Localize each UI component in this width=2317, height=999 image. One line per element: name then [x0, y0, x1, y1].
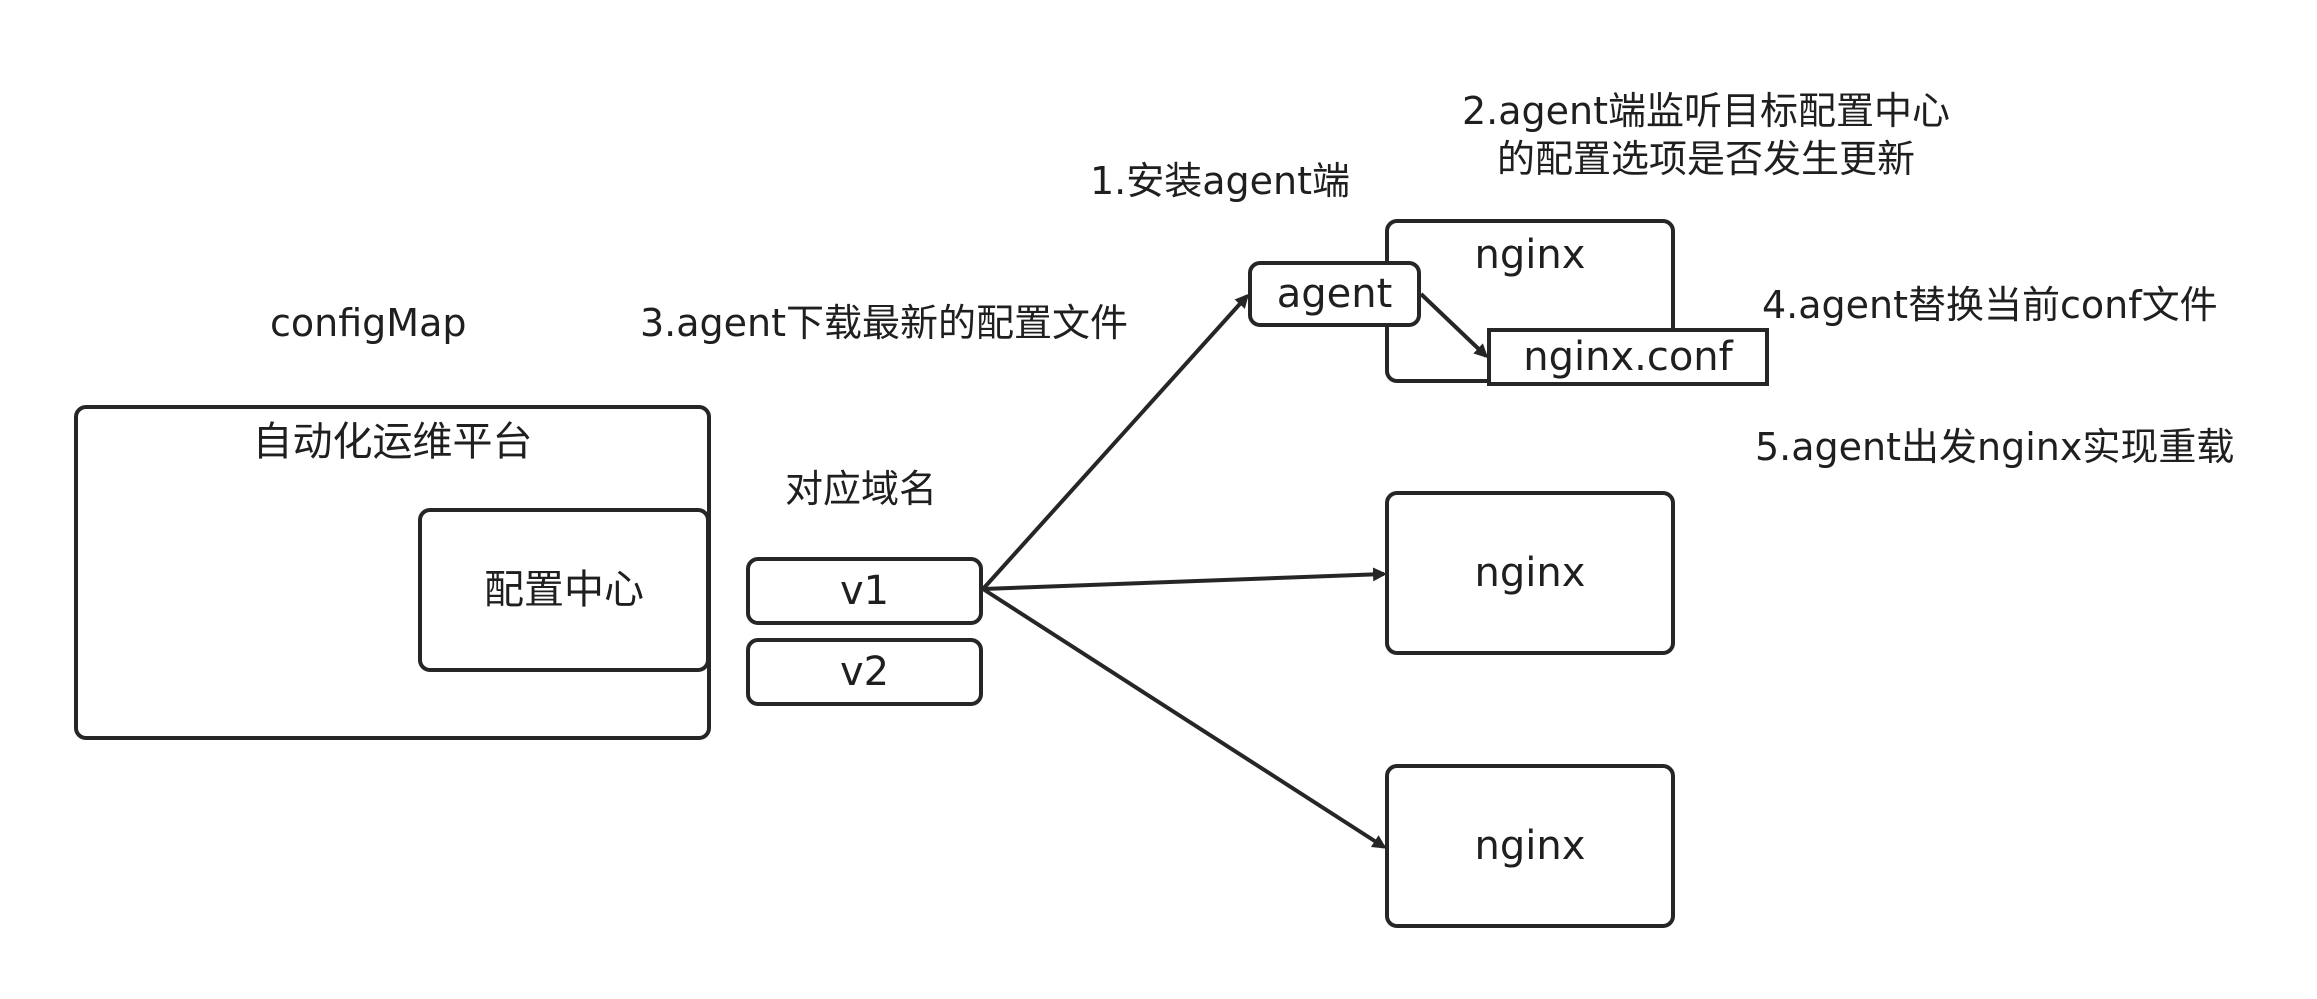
step4-label: 4.agent替换当前conf文件	[1762, 283, 2218, 327]
arrow-v1-to-agent	[981, 293, 1250, 591]
nginx-middle-label: nginx	[1474, 550, 1586, 596]
step2-line1: 2.agent端监听目标配置中心	[1461, 89, 1951, 133]
domain-label: 对应域名	[785, 467, 938, 511]
nginx-conf-box: nginx.conf	[1487, 328, 1769, 386]
step2-line2: 的配置选项是否发生更新	[1496, 136, 1915, 181]
v2-box: v2	[746, 638, 983, 706]
arrow-v1-to-nginx-bottom	[981, 587, 1387, 849]
v1-box: v1	[746, 557, 983, 625]
nginx-bottom-label: nginx	[1474, 823, 1586, 869]
arrow-agent-to-nginx-conf	[1419, 292, 1489, 359]
nginx-middle-box: nginx	[1385, 491, 1675, 655]
agent-box: agent	[1248, 261, 1421, 327]
step5-label: 5.agent出发nginx实现重载	[1755, 425, 2235, 469]
nginx-conf-label: nginx.conf	[1523, 334, 1733, 380]
configmap-label: configMap	[270, 301, 467, 345]
agent-label: agent	[1276, 271, 1393, 317]
v2-label: v2	[839, 649, 890, 695]
step2-label: 2.agent端监听目标配置中心 的配置选项是否发生更新	[1462, 88, 1950, 183]
platform-label: 自动化运维平台	[252, 419, 533, 465]
config-center-box: 配置中心	[418, 508, 710, 672]
step3-label: 3.agent下载最新的配置文件	[640, 301, 1129, 345]
step1-label: 1.安装agent端	[1090, 159, 1351, 203]
arrow-v1-to-nginx-middle	[982, 567, 1387, 591]
v1-label: v1	[839, 568, 890, 614]
nginx-top-label: nginx	[1474, 232, 1586, 278]
nginx-bottom-box: nginx	[1385, 764, 1675, 928]
config-center-label: 配置中心	[484, 567, 644, 613]
